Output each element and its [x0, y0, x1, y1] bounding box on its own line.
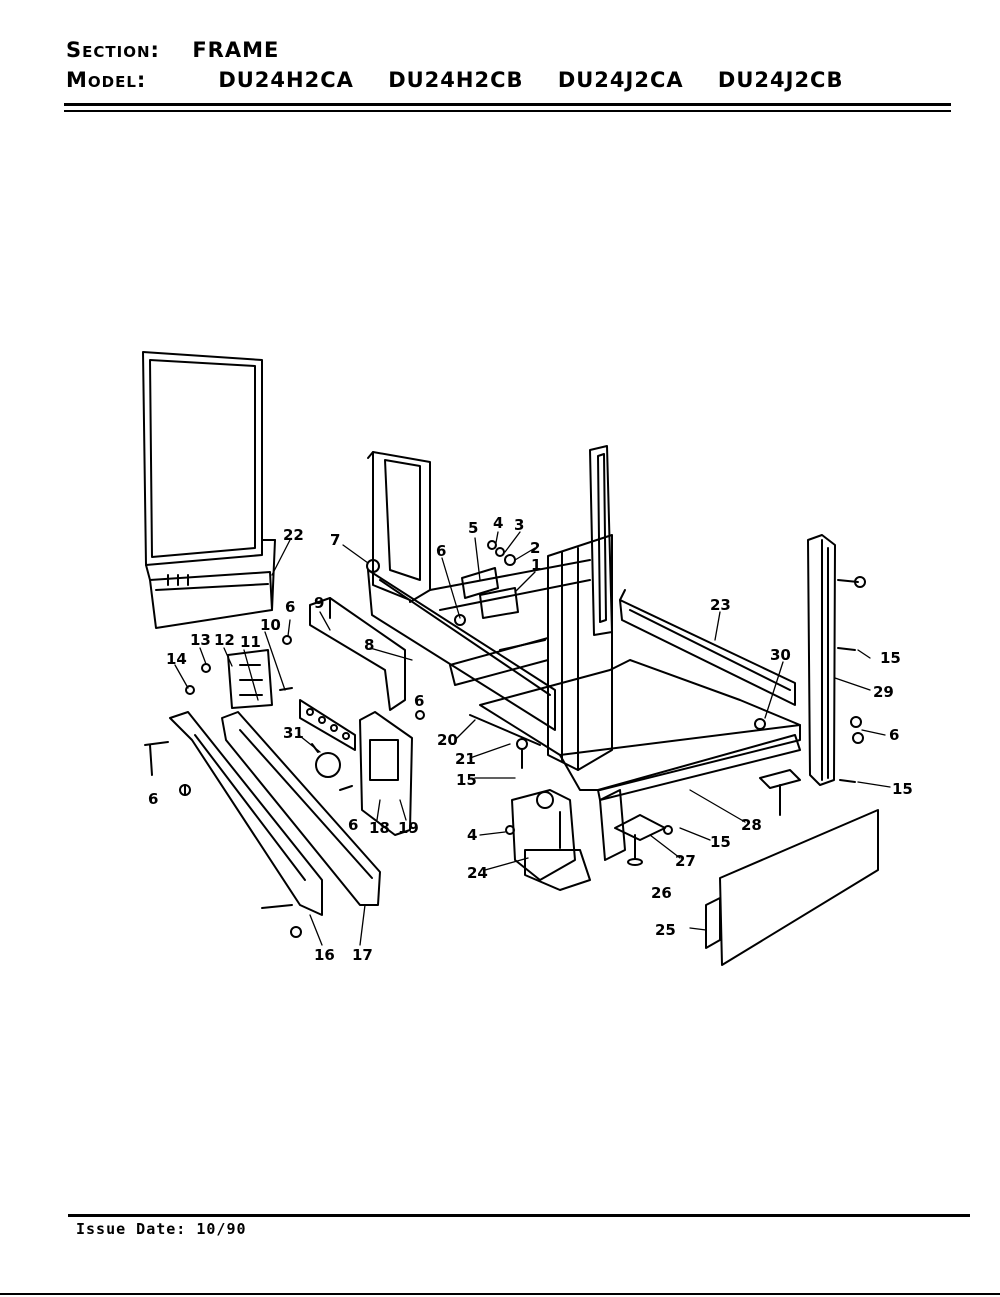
callout-26: 26 — [651, 884, 672, 902]
leveling-bracket-24 — [511, 789, 591, 891]
callout-20: 20 — [437, 731, 458, 749]
callout-14: 14 — [166, 650, 187, 668]
screws — [144, 540, 866, 938]
callout-5: 5 — [468, 519, 478, 537]
callout-7: 7 — [330, 531, 340, 549]
bracket-9 — [309, 597, 406, 711]
callout-11: 11 — [240, 633, 261, 651]
issue-date-label: Issue Date: — [76, 1220, 187, 1238]
model-number-2: DU24H2CB — [388, 68, 524, 92]
main-frame — [367, 445, 801, 791]
page-bottom-rule — [0, 1293, 1000, 1295]
callout-6: 6 — [436, 542, 446, 560]
callout-10: 10 — [260, 616, 281, 634]
model-line: Model: DU24H2CA DU24H2CB DU24J2CA DU24J2… — [66, 68, 869, 92]
rail-16 — [169, 711, 323, 916]
callout-16: 16 — [314, 946, 335, 964]
callout-6-b: 6 — [285, 598, 295, 616]
terminal-block-12 — [227, 649, 273, 709]
callout-17: 17 — [352, 946, 373, 964]
callout-19: 19 — [398, 819, 419, 837]
callout-2: 2 — [530, 539, 540, 557]
callout-8: 8 — [364, 636, 374, 654]
callout-15-b: 15 — [456, 771, 477, 789]
callout-31: 31 — [283, 724, 304, 742]
model-number-1: DU24H2CA — [218, 68, 354, 92]
callout-22: 22 — [283, 526, 304, 544]
terminal-strip-11 — [299, 699, 356, 751]
side-rail-23 — [619, 589, 796, 706]
model-number-3: DU24J2CA — [557, 68, 684, 92]
callout-labels: 1 2 3 4 5 6 7 8 9 10 11 12 13 14 15 16 1… — [148, 514, 913, 964]
callout-6-f: 6 — [889, 726, 899, 744]
section-line: Section: FRAME — [66, 38, 279, 62]
rail-17 — [221, 711, 381, 906]
callout-25: 25 — [655, 921, 676, 939]
right-rail-29 — [807, 534, 836, 786]
leader-lines — [174, 531, 891, 946]
callout-24: 24 — [467, 864, 488, 882]
callout-1: 1 — [531, 556, 541, 574]
toe-kick-panel-25 — [705, 809, 879, 966]
callout-28: 28 — [741, 816, 762, 834]
callout-15: 15 — [880, 649, 901, 667]
callout-12: 12 — [214, 631, 235, 649]
issue-date-value: 10/90 — [196, 1220, 247, 1238]
header-rule-bottom — [64, 110, 951, 112]
callout-15-c: 15 — [710, 833, 731, 851]
callout-4: 4 — [493, 514, 503, 532]
header-rule-top — [64, 103, 951, 106]
plate-18-19 — [359, 711, 413, 836]
bottom-rail-28 — [597, 734, 801, 861]
callout-13: 13 — [190, 631, 211, 649]
callout-18: 18 — [369, 819, 390, 837]
issue-date-line: Issue Date: 10/90 — [76, 1220, 247, 1238]
callout-23: 23 — [710, 596, 731, 614]
callout-9: 9 — [314, 594, 324, 612]
callout-29: 29 — [873, 683, 894, 701]
callout-6-d: 6 — [148, 790, 158, 808]
callout-27: 27 — [675, 852, 696, 870]
callout-6-c: 6 — [414, 692, 424, 710]
model-key: Model: — [66, 68, 147, 92]
model-number-4: DU24J2CB — [717, 68, 844, 92]
callout-4-b: 4 — [467, 826, 477, 844]
callout-3: 3 — [514, 516, 524, 534]
side-panel-22 — [142, 351, 276, 629]
callout-6-e: 6 — [348, 816, 358, 834]
section-value: FRAME — [192, 38, 280, 62]
section-key: Section: — [66, 38, 160, 62]
callout-15-d: 15 — [892, 780, 913, 798]
leveling-leg-26-27 — [614, 769, 801, 866]
footer-rule — [68, 1214, 970, 1217]
callout-21: 21 — [455, 750, 476, 768]
panel-20 — [469, 714, 541, 746]
callout-30: 30 — [770, 646, 791, 664]
